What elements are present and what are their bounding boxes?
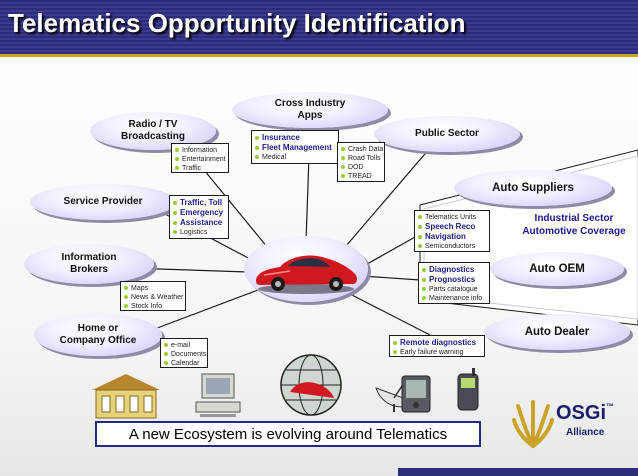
- supplier-items-box: Telematics Units Speech Reco Navigation …: [414, 210, 490, 252]
- list-item: DOD: [341, 163, 381, 172]
- office-items-box: e-mail Documents Calendar: [160, 338, 208, 368]
- alliance-logo-text: Alliance: [566, 427, 605, 438]
- oem-items-box: Diagnostics Prognostics Parts catalogue …: [418, 262, 490, 304]
- cross-industry-items-box: Insurance Fleet Management Medical: [251, 130, 339, 164]
- line-home-office: [151, 289, 259, 331]
- list-item: Parts catalogue: [422, 285, 486, 294]
- globe-network-icon: [280, 354, 342, 416]
- list-item: Insurance: [255, 133, 335, 143]
- list-item: Traffic, Toll: [173, 198, 225, 208]
- line-auto-suppliers: [359, 231, 425, 269]
- list-item: Fleet Management: [255, 143, 335, 153]
- list-item: TREAD: [341, 172, 381, 181]
- broker-items-box: Maps News & Weather Stock Info: [120, 281, 186, 311]
- list-item: Calendar: [164, 359, 204, 368]
- list-item: Navigation: [418, 232, 486, 242]
- osgi-logo-icon: [512, 400, 554, 448]
- list-item: Maintenance info: [422, 294, 486, 303]
- service-items-box: Traffic, Toll Emergency Assistance Logis…: [169, 195, 229, 239]
- house-icon: [92, 374, 160, 419]
- title-bar: [0, 0, 638, 57]
- list-item: Crash Data: [341, 145, 383, 154]
- radio-items-box: Information Entertainment Traffic: [171, 143, 229, 173]
- list-item: Diagnostics: [422, 265, 486, 275]
- list-item: Assistance: [173, 218, 225, 228]
- list-item: Entertainment: [175, 155, 226, 164]
- auto-dealer-oval: Auto Dealer: [484, 314, 630, 350]
- list-item: Emergency: [173, 208, 225, 218]
- desktop-computer-icon: [195, 373, 241, 417]
- line-auto-oem: [361, 275, 421, 281]
- title-underline: [0, 54, 638, 57]
- footer-bar: [398, 468, 638, 476]
- auto-suppliers-oval: Auto Suppliers: [454, 170, 612, 206]
- list-item: Documents: [164, 350, 206, 359]
- list-item: Semiconductors: [418, 242, 486, 251]
- public-sector-oval: Public Sector: [374, 116, 520, 152]
- osgi-logo-text: OSGi™: [556, 402, 615, 424]
- ecosystem-banner: A new Ecosystem is evolving around Telem…: [95, 421, 481, 447]
- public-sector-items-box: Crash Data Road Tolls DOD TREAD: [337, 142, 385, 182]
- auto-oem-oval: Auto OEM: [490, 252, 624, 286]
- sports-car-icon: [256, 255, 357, 294]
- home-office-oval: Home or Company Office: [34, 314, 162, 356]
- slide-title: Telematics Opportunity Identification: [8, 8, 466, 38]
- list-item: Stock Info: [124, 302, 182, 311]
- dealer-items-box: Remote diagnostics Early failure warning: [389, 335, 485, 357]
- industrial-sector-label: Industrial Sector Automotive Coverage: [522, 213, 626, 237]
- list-item: Telematics Units: [418, 213, 486, 222]
- list-item: Early failure warning: [393, 348, 481, 357]
- list-item: Prognostics: [422, 275, 486, 285]
- list-item: News & Weather: [124, 293, 183, 302]
- pda-device-icon: [401, 375, 431, 413]
- cross-industry-apps-oval: Cross Industry Apps: [232, 92, 388, 128]
- list-item: Logistics: [173, 228, 225, 237]
- list-item: Traffic: [175, 164, 225, 173]
- list-item: Medical: [255, 153, 335, 162]
- list-item: Remote diagnostics: [393, 338, 481, 348]
- list-item: e-mail: [164, 341, 204, 350]
- information-brokers-oval: Information Brokers: [24, 244, 154, 284]
- list-item: Speech Reco: [418, 222, 486, 232]
- line-auto-dealer: [349, 293, 431, 336]
- service-provider-oval: Service Provider: [30, 184, 176, 220]
- list-item: Information: [175, 146, 225, 155]
- list-item: Maps: [124, 284, 182, 293]
- line-public-sector: [345, 147, 431, 247]
- mobile-phone-icon: [457, 368, 479, 411]
- list-item: Road Tolls: [341, 154, 381, 163]
